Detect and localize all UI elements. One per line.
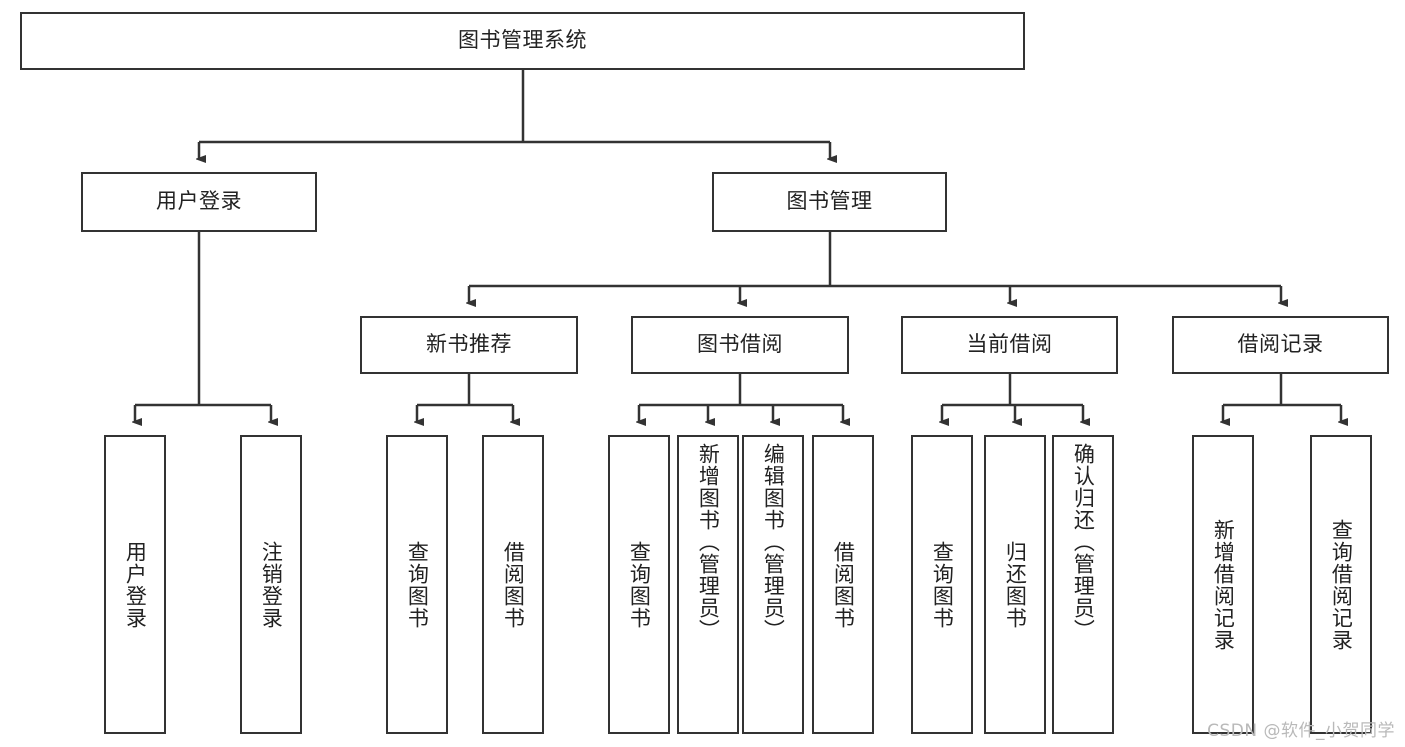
node-label: 归还图书 — [1003, 540, 1028, 629]
node-leaf-leaf-confirm-return[interactable]: 确认归还（管理员） — [1052, 435, 1114, 734]
node-level3-book-borrow[interactable]: 图书借阅 — [631, 316, 849, 374]
node-leaf-leaf-logout[interactable]: 注销登录 — [240, 435, 302, 734]
node-label: 图书管理 — [786, 189, 873, 214]
node-label: 用户登录 — [123, 540, 148, 629]
node-leaf-leaf-query-book-2[interactable]: 查询图书 — [608, 435, 670, 734]
node-level2-user-login[interactable]: 用户登录 — [81, 172, 317, 232]
node-level3-current-borrow[interactable]: 当前借阅 — [901, 316, 1118, 374]
node-label: 查询图书 — [930, 540, 955, 629]
node-label: 查询图书 — [627, 540, 652, 629]
node-label: 借阅图书 — [831, 540, 856, 629]
node-label: 当前借阅 — [966, 332, 1053, 357]
node-leaf-leaf-query-book-1[interactable]: 查询图书 — [386, 435, 448, 734]
node-level3-borrow-record[interactable]: 借阅记录 — [1172, 316, 1389, 374]
node-label: 借阅记录 — [1237, 332, 1324, 357]
node-leaf-leaf-query-book-3[interactable]: 查询图书 — [911, 435, 973, 734]
node-label: 查询借阅记录 — [1329, 518, 1354, 651]
node-leaf-leaf-user-login[interactable]: 用户登录 — [104, 435, 166, 734]
node-level3-new-book-recommend[interactable]: 新书推荐 — [360, 316, 578, 374]
node-label: 查询图书 — [405, 540, 430, 629]
node-leaf-leaf-add-book[interactable]: 新增图书（管理员） — [677, 435, 739, 734]
node-leaf-leaf-add-record[interactable]: 新增借阅记录 — [1192, 435, 1254, 734]
node-leaf-leaf-return-book[interactable]: 归还图书 — [984, 435, 1046, 734]
watermark-text: CSDN @软件_小贺同学 — [1207, 721, 1395, 741]
node-leaf-leaf-borrow-book-1[interactable]: 借阅图书 — [482, 435, 544, 734]
connector-paths — [135, 70, 1341, 422]
node-level2-book-manage[interactable]: 图书管理 — [712, 172, 947, 232]
node-label: 注销登录 — [259, 540, 284, 629]
node-leaf-leaf-edit-book[interactable]: 编辑图书（管理员） — [742, 435, 804, 734]
node-root-root[interactable]: 图书管理系统 — [20, 12, 1025, 70]
node-leaf-leaf-query-record[interactable]: 查询借阅记录 — [1310, 435, 1372, 734]
node-label: 图书管理系统 — [458, 28, 587, 53]
node-label: 新增图书（管理员） — [696, 443, 721, 641]
node-label: 新书推荐 — [426, 332, 512, 357]
node-label: 确认归还（管理员） — [1071, 443, 1096, 641]
node-label: 用户登录 — [156, 189, 242, 214]
node-label: 新增借阅记录 — [1211, 518, 1236, 651]
node-label: 图书借阅 — [697, 332, 783, 357]
node-label: 借阅图书 — [501, 540, 526, 629]
node-leaf-leaf-borrow-book-2[interactable]: 借阅图书 — [812, 435, 874, 734]
node-label: 编辑图书（管理员） — [761, 443, 786, 641]
